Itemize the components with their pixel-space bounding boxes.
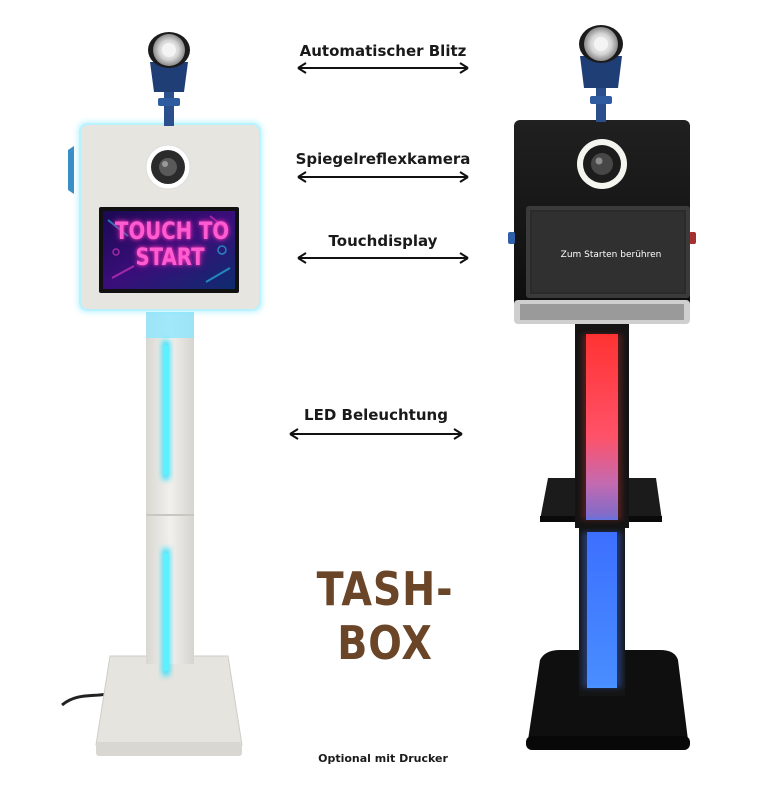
brand-name: TASH-BOX [316, 562, 454, 670]
white-photo-booth [61, 32, 262, 756]
footnote-printer: Optional mit Drucker [318, 752, 448, 765]
arrow-flash [297, 62, 469, 74]
white-side-mount [68, 146, 74, 194]
white-pole-top-glow [146, 312, 194, 338]
white-base-edge [96, 742, 242, 756]
label-led: LED Beleuchtung [304, 406, 448, 424]
black-flash-body [580, 56, 622, 88]
label-display: Touchdisplay [328, 232, 438, 250]
right-screen-text: Zum Starten berühren [560, 250, 662, 260]
white-led-strip-upper [163, 345, 169, 475]
white-flash-body [150, 62, 188, 92]
label-flash: Automatischer Blitz [299, 42, 467, 60]
arrow-led [289, 428, 463, 440]
white-led-strip-lower [163, 553, 169, 671]
black-photo-booth [508, 25, 696, 750]
arrow-display [297, 252, 469, 264]
label-camera: Spiegelreflexkamera [295, 150, 471, 168]
arrow-camera [297, 171, 469, 183]
